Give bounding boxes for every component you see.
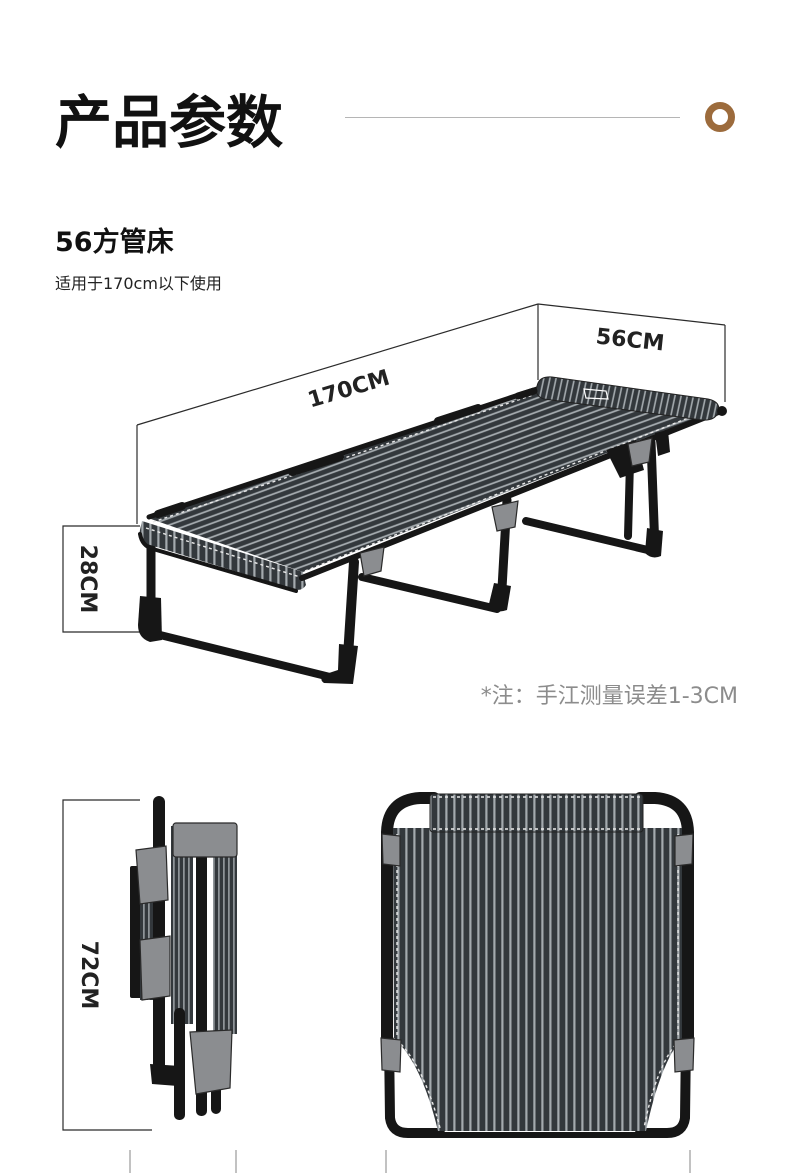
hinge <box>380 1037 402 1073</box>
folded-tube-lower-left <box>174 1008 185 1120</box>
folded-height-label: 72CM <box>76 940 101 1010</box>
header-divider <box>345 117 680 118</box>
width-dimension-line <box>537 303 726 326</box>
top-view-fabric <box>393 828 682 1131</box>
hinge <box>359 546 385 577</box>
length-dimension-line <box>136 303 539 426</box>
head-end-cap <box>717 406 727 416</box>
dimension-lines <box>62 303 726 1173</box>
hinge <box>381 833 401 867</box>
foot-back-foot <box>138 596 162 642</box>
bed-fabric-surface <box>148 390 714 572</box>
bed-3d-view <box>138 376 727 684</box>
top-view-pillow <box>429 793 644 833</box>
top-view-frame-bottom-right <box>635 1035 691 1138</box>
page-title: 产品参数 <box>55 90 283 156</box>
product-name: 56方管床 <box>55 227 174 258</box>
rail-clip <box>434 404 482 425</box>
folded-height-bracket <box>62 799 152 1131</box>
top-view-frame-bottom-left <box>384 1035 445 1138</box>
hinge <box>674 833 694 867</box>
folded-fabric-center <box>171 826 193 1024</box>
middle-frame-bar <box>358 573 501 613</box>
height-bracket <box>62 525 142 633</box>
foot-end-tube <box>138 532 298 593</box>
product-usage: 适用于170cm以下使用 <box>55 274 222 293</box>
front-rail-hinges <box>359 437 653 577</box>
height-label: 28CM <box>75 544 100 614</box>
folded-lower-hinge <box>189 1029 233 1095</box>
back-rail-clips <box>154 387 538 518</box>
backrest-mechanism-block <box>655 430 670 456</box>
top-view-frame-right <box>634 792 694 1046</box>
rail-clip <box>154 502 186 518</box>
bed-top-view <box>380 792 695 1138</box>
top-view-frame-left <box>381 792 440 1046</box>
folded-foot-bracket <box>150 1064 180 1086</box>
bed-folded-view <box>130 796 238 1120</box>
measurement-note: *注：手江测量误差1-3CM <box>480 684 738 709</box>
foot-front-foot <box>321 644 358 684</box>
foot-end-stitching <box>145 527 301 578</box>
rail-clip <box>288 453 344 476</box>
hinge <box>627 437 653 467</box>
folded-side-hinge-upper <box>135 845 169 905</box>
pillow-logo <box>583 388 609 400</box>
head-front-foot <box>645 528 663 558</box>
folded-fabric-right <box>213 856 237 1034</box>
folded-top-hinge <box>172 822 238 858</box>
hinge <box>491 500 519 532</box>
ring-icon <box>705 102 735 132</box>
folded-side-hinge-lower <box>139 935 171 1001</box>
bed-foot-end-fabric <box>139 521 306 590</box>
fabric-stitching-curve-left <box>396 1039 441 1129</box>
rail-clip <box>514 387 538 400</box>
middle-front-foot <box>488 583 511 612</box>
hinge <box>673 1037 695 1073</box>
front-rail-stitching <box>304 409 709 572</box>
foot-frame-bar <box>152 630 338 682</box>
head-frame-bar <box>522 517 656 555</box>
leg-feet <box>138 528 663 684</box>
